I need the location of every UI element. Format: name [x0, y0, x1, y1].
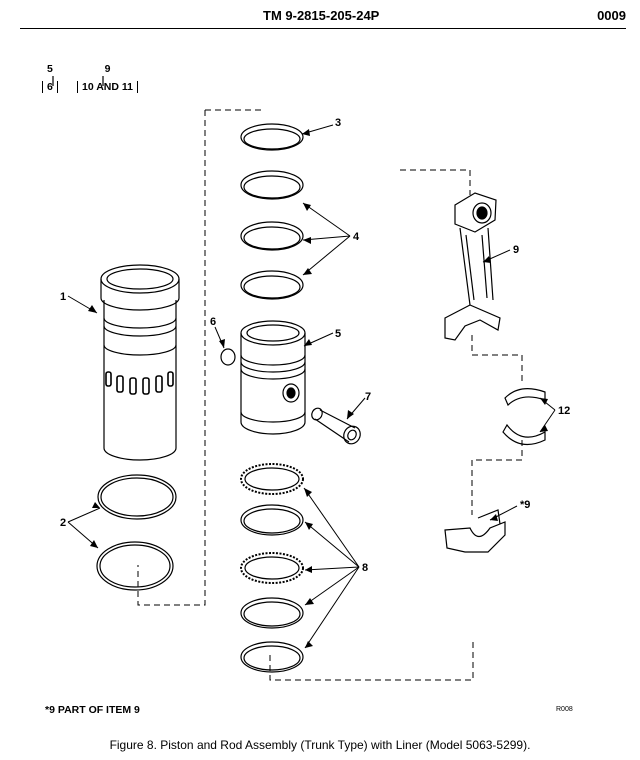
index-box-top: 9	[104, 63, 111, 75]
index-box-9-10-11: 9 10 AND 11	[77, 63, 138, 93]
piston	[240, 320, 306, 435]
callout-9: 9	[513, 244, 519, 256]
document-id: TM 9-2815-205-24P	[263, 8, 380, 23]
header-rule	[20, 28, 626, 29]
index-box-bottom: 10 AND 11	[77, 81, 138, 93]
connecting-rod	[444, 192, 501, 341]
callout-9-part: *9	[520, 499, 530, 511]
index-box-bottom: 6	[42, 81, 58, 93]
piston-pin	[311, 407, 361, 445]
callout-6: 6	[210, 316, 216, 328]
figure-caption: Figure 8. Piston and Rod Assembly (Trunk…	[109, 738, 531, 752]
retaining-ring	[220, 348, 236, 366]
compression-rings	[240, 123, 304, 300]
footnote: *9 PART OF ITEM 9	[45, 704, 140, 716]
bearing-shells	[502, 388, 546, 446]
leader-arrowheads	[88, 129, 548, 648]
index-box-5-6: 5 6	[42, 63, 58, 93]
connecting-rod-cap	[444, 509, 506, 553]
callout-8: 8	[362, 562, 368, 574]
callout-5: 5	[335, 328, 341, 340]
cylinder-liner	[100, 264, 180, 461]
callout-7: 7	[365, 391, 371, 403]
callout-12: 12	[558, 405, 570, 417]
liner-seal-rings	[96, 474, 177, 591]
assembly-line	[137, 109, 523, 681]
index-box-top: 5	[47, 63, 53, 75]
oil-control-rings	[240, 463, 304, 673]
callout-3: 3	[335, 117, 341, 129]
callout-4: 4	[353, 231, 360, 243]
callout-1: 1	[60, 291, 66, 303]
leader-lines	[67, 124, 556, 649]
drawing-code: R008	[556, 706, 573, 713]
page-number: 0009	[597, 8, 626, 23]
callout-2: 2	[60, 517, 66, 529]
